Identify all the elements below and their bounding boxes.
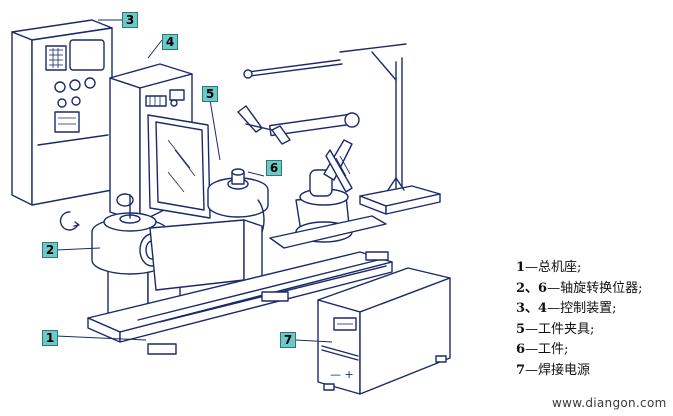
callout-7: 7 [280,332,296,348]
callout-2: 2 [42,242,58,258]
callout-3: 3 [122,12,138,28]
welding-robot [237,43,441,249]
component-legend: 1—总机座; 2、6—轴旋转换位器; 3、4—控制装置; 5—工件夹具; 6—工… [516,258,642,381]
callout-4: 4 [162,34,178,50]
legend-item: 6—工件; [516,342,569,357]
callout-6: 6 [266,160,282,176]
legend-item: 3、4—控制装置; [516,301,617,316]
main-base-1 [55,219,393,355]
svg-text:— +: — + [330,368,354,381]
legend-item: 5—工件夹具; [516,321,595,337]
legend-item: 2、6—轴旋转换位器; [516,280,643,296]
welding-power-source-7: — + [295,267,451,395]
control-cabinet-3 [11,19,122,206]
watermark-url: www.diangon.com [552,396,667,410]
callout-1: 1 [42,330,58,346]
legend-item: 7—焊接电源 [516,362,591,378]
legend-item: 1—总机座; [516,260,582,275]
workpiece-6 [207,168,269,236]
callout-5: 5 [202,86,218,102]
workpiece-fixture-5 [147,99,221,219]
